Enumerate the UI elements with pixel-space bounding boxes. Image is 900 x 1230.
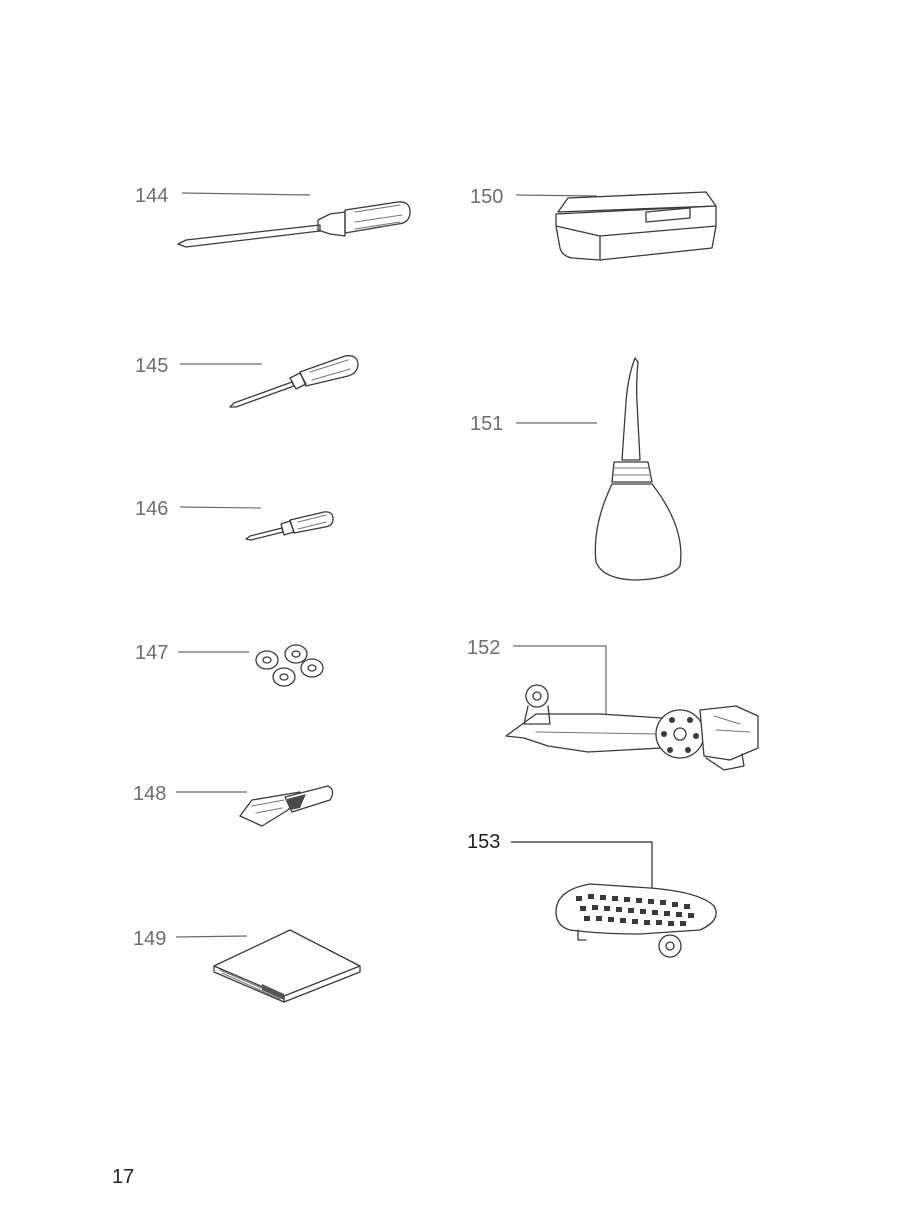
- leader-line: [175, 935, 248, 938]
- leader-line: [179, 506, 262, 509]
- medium-screwdriver-icon: [229, 355, 359, 408]
- part-number-144: 144: [135, 185, 168, 207]
- part-number-148: 148: [133, 783, 166, 805]
- part-147: 147: [135, 642, 324, 687]
- small-screwdriver-icon: [245, 511, 334, 541]
- page-number: 17: [112, 1166, 135, 1188]
- part-144: 144: [135, 185, 411, 248]
- part-150: 150: [470, 186, 717, 261]
- part-number-149: 149: [133, 928, 166, 950]
- part-number-145: 145: [135, 355, 168, 377]
- leader-line: [181, 192, 311, 196]
- needle-pack-icon: [239, 785, 334, 827]
- part-number-153: 153: [467, 831, 500, 853]
- part-148: 148: [133, 783, 334, 827]
- part-number-146: 146: [135, 498, 168, 520]
- darning-plate-icon: [555, 883, 717, 958]
- leader-line: [511, 841, 653, 894]
- instruction-booklet-icon: [213, 929, 361, 1003]
- part-number-147: 147: [135, 642, 168, 664]
- part-151: 151: [470, 357, 682, 581]
- oil-can-icon: [594, 357, 682, 581]
- leader-line: [515, 194, 598, 197]
- part-153: 153: [467, 831, 717, 958]
- part-number-151: 151: [470, 413, 503, 435]
- part-152: 152: [467, 637, 759, 771]
- leader-line: [513, 645, 607, 714]
- attachment-icon: [505, 684, 759, 771]
- bobbins-icon: [255, 644, 324, 687]
- part-145: 145: [135, 355, 359, 408]
- accessory-box-icon: [555, 191, 717, 261]
- large-screwdriver-icon: [177, 201, 411, 248]
- part-146: 146: [135, 498, 334, 541]
- part-149: 149: [133, 928, 361, 1003]
- part-number-150: 150: [470, 186, 503, 208]
- part-number-152: 152: [467, 637, 500, 659]
